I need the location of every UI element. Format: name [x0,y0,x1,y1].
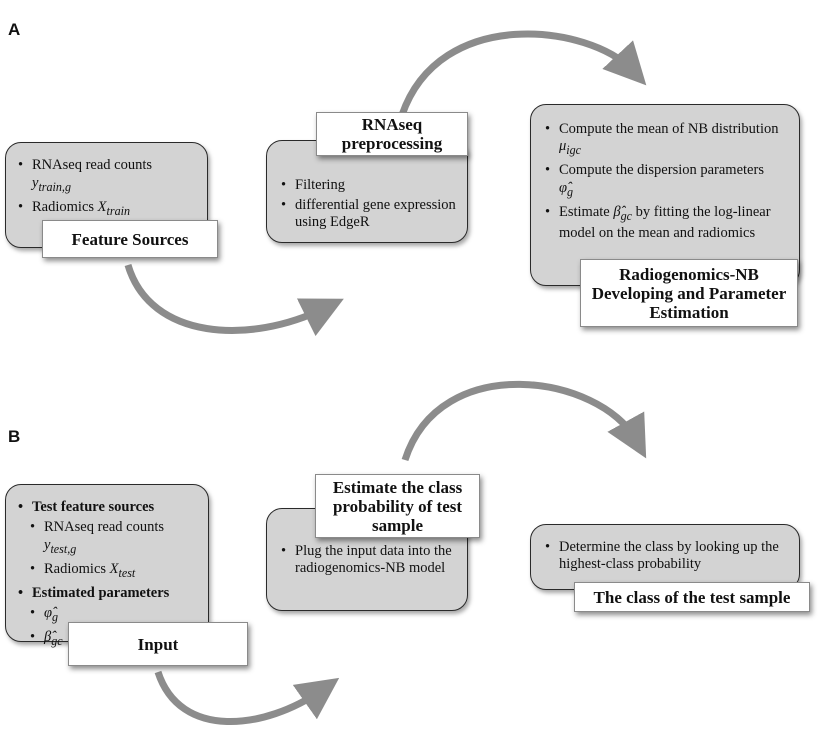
math-x-test: Xtest [109,560,136,580]
class-result-label: The class of the test sample [574,582,810,612]
math-y-train: ytrain,g [32,175,71,194]
bullet-phi-g: φ̂g [18,605,202,626]
bullet-determine-class: Determine the class by looking up the hi… [545,539,791,573]
estimation-label-line1: Radiogenomics-NB [619,264,759,284]
bullet-plug-input: Plug the input data into the radiogenomi… [281,543,459,577]
feature-sources-label: Feature Sources [42,220,218,258]
panel-b-letter: B [8,427,21,446]
bullet-edger: differential gene expression using EdgeR [281,197,459,231]
estimation-label-line2: Developing and Parameter [591,283,787,303]
text-estimate: Estimate [559,203,610,220]
text-radiomics: Radiomics [32,198,95,215]
math-x-train: Xtrain [97,198,131,218]
math-y-test: ytest,g [44,537,77,556]
bullet-radiomics: Radiomics Xtrain [18,199,201,220]
preprocessing-box: Filtering differential gene expression u… [266,140,468,243]
class-result-box: Determine the class by looking up the hi… [530,524,800,590]
bullet-test-radiomics: Radiomics Xtest [18,561,202,582]
arrow-a-sources-to-preprocessing [124,263,344,337]
arrow-b-input-to-probability [154,670,340,725]
preprocessing-label: RNAseq preprocessing [316,112,468,156]
math-mu-igc: μigc [559,138,582,157]
estimation-label-line3: Estimation [649,302,729,322]
math-phi-g-input: φ̂g [44,604,59,624]
preprocessing-label-line2: preprocessing [341,134,443,153]
estimation-label: Radiogenomics-NB Developing and Paramete… [580,259,798,327]
bullet-compute-dispersion: Compute the dispersion parameters φ̂g [545,162,791,201]
bullet-beta-gc: β̂gc [18,629,202,650]
arrow-a-preprocessing-to-estimation [398,30,647,117]
panel-a-letter: A [8,20,21,39]
class-probability-label-line2: probability of test [332,496,463,516]
bullet-compute-mean: Compute the mean of NB distribution μigc [545,121,791,159]
class-probability-label-line1: Estimate the class [332,477,463,497]
bullet-test-rnaseq: RNAseq read counts ytest,g [18,519,202,558]
input-box: Test feature sources RNAseq read counts … [5,484,209,648]
text-rnaseq-counts: RNAseq read counts [32,157,153,173]
class-probability-label: Estimate the class probability of test s… [315,474,480,538]
arrow-b-probability-to-class [401,380,647,462]
text-test-radiomics: Radiomics [44,560,107,577]
math-beta-gc: β̂gc [613,203,633,223]
text-fitting-model: by fitting the log-linear model on the m… [559,203,771,241]
input-label: Input [68,622,248,666]
text-test-rnaseq: RNAseq read counts [44,519,165,535]
estimation-box: Compute the mean of NB distribution μigc… [530,104,800,286]
preprocessing-label-line1: RNAseq [361,115,423,134]
bullet-rnaseq-counts: RNAseq read counts ytrain,g [18,157,201,196]
math-phi-g: φ̂g [559,179,574,199]
class-probability-label-line3: sample [372,515,423,535]
bullet-estimated-parameters: Estimated parameters [18,585,202,602]
feature-sources-box: RNAseq read counts ytrain,g Radiomics Xt… [5,142,208,248]
math-beta-gc-input: β̂gc [44,628,63,648]
bullet-test-feature-sources: Test feature sources [18,499,202,516]
text-compute-mean: Compute the mean of NB distribution [559,121,779,137]
bullet-filtering: Filtering [281,177,459,194]
text-compute-dispersion: Compute the dispersion parameters [559,161,764,178]
bullet-estimate-beta: Estimate β̂gc by fitting the log-linear … [545,204,791,242]
